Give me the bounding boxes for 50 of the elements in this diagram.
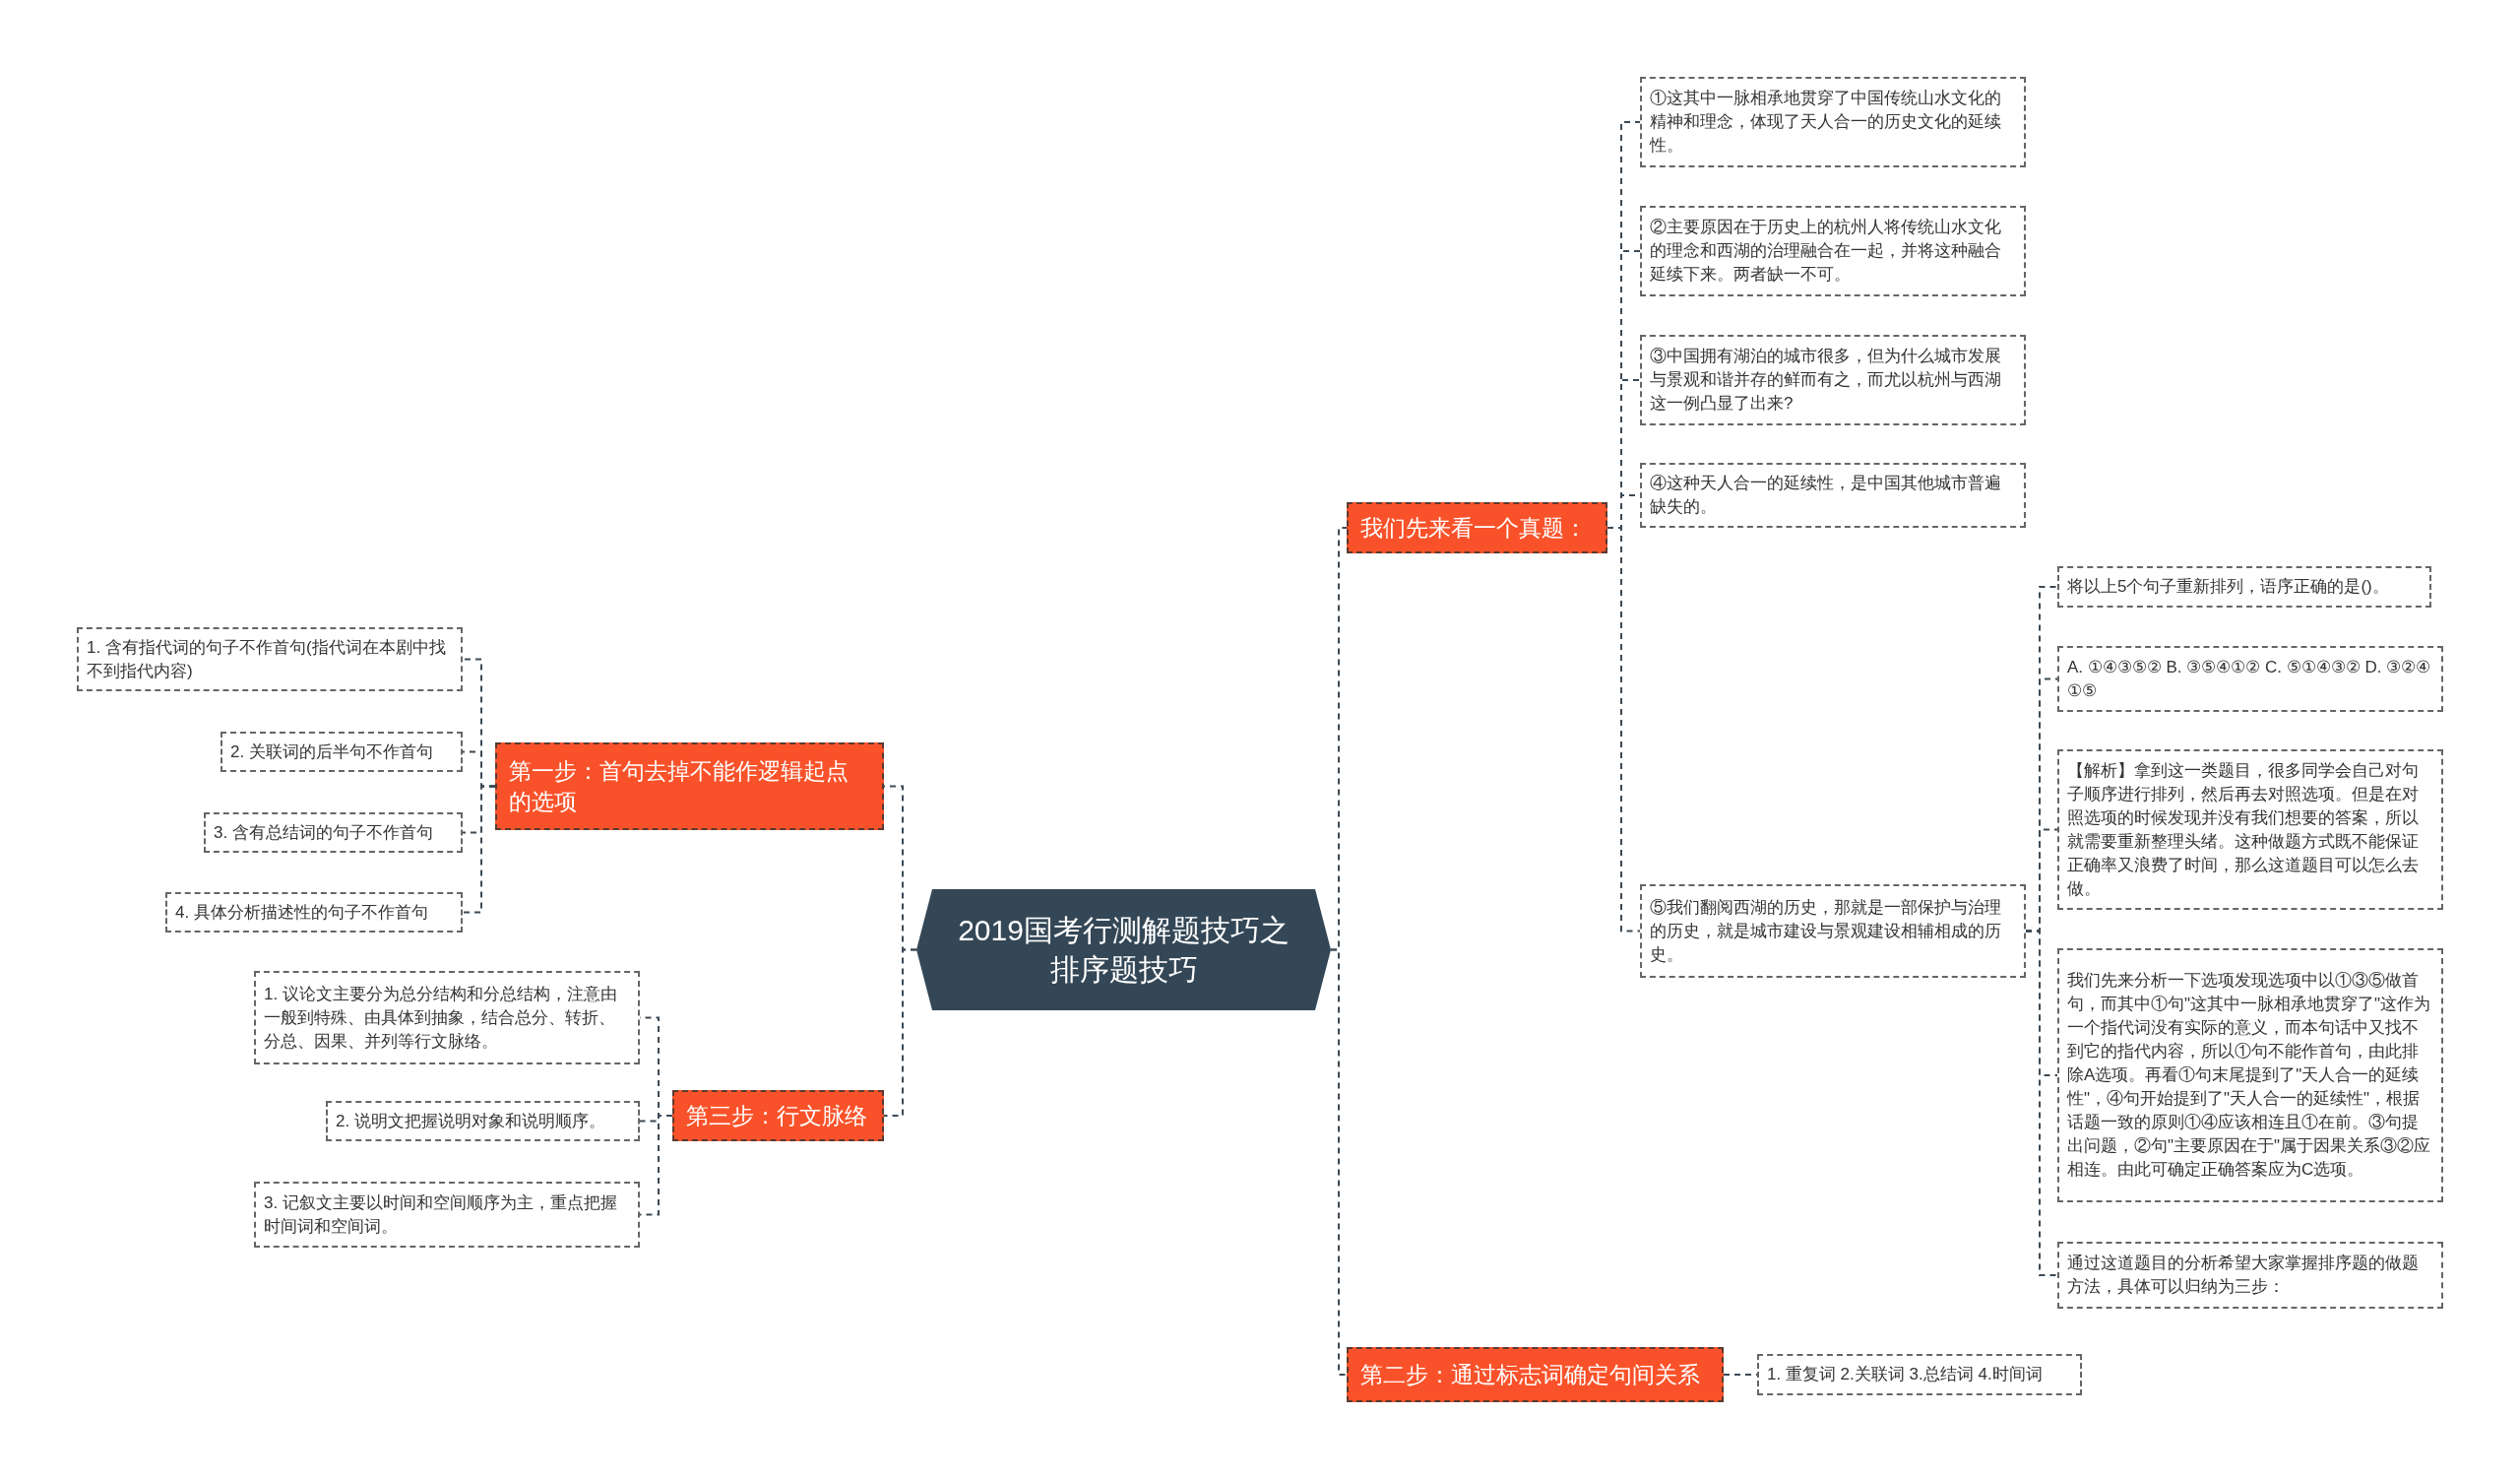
leaf-topic-box: [165, 892, 463, 933]
leaf-topic-box: [326, 1101, 640, 1141]
leaf-text: ①这其中一脉相承地贯穿了中国传统山水文化的精神和理念，体现了天人合一的历史文化的延续性。: [1650, 88, 2002, 157]
leaf-text: 我们先来分析一下选项发现选项中以①③⑤做首句，而其中①句"这其中一脉相承地贯穿了"这作为一个指代词没有实际的意义，而本句话中又找不到它的指代内容，所以①句不能作首句，由此排除A选项。再看①句末尾提到了"天人合一的延续性"，④句开始提到了"天人合一的延续性"，根据话题一致的原则①④应该相连且①在前。③句提出问题，②句"主要原因在于"属于因果关系③②应相连。由此可确定正确答案应为C选项。: [2067, 970, 2432, 1181]
leaf-text: ②主要原因在于历史上的杭州人将传统山水文化的理念和西湖的治理融合在一起，并将这种融合延续下来。两者缺一不可。: [1650, 217, 2002, 286]
leaf-text: 4. 具体分析描述性的句子不作首句: [175, 901, 429, 924]
branch-label: 我们先来看一个真题：: [1360, 513, 1588, 543]
leaf-topic-box: [2057, 948, 2443, 1202]
branch-topic-box: [495, 742, 884, 830]
topic-title: 2019国考行测解题技巧之排序题技巧: [957, 912, 1291, 988]
branch-label: 第一步：首句去掉不能作逻辑起点的选项: [509, 756, 850, 816]
connector-line: [883, 948, 917, 1117]
leaf-text: 1. 重复词 2.关联词 3.总结词 4.时间词: [1767, 1364, 2044, 1385]
leaf-topic-box: [204, 812, 463, 853]
leaf-topic-box: [1640, 77, 2026, 167]
leaf-text: ④这种天人合一的延续性，是中国其他城市普遍缺失的。: [1650, 473, 2002, 518]
connector-line: [462, 785, 496, 914]
leaf-text: 【解析】拿到这一类题目，很多同学会自己对句子顺序进行排列，然后再去对照选项。但是在对照选项的时候发现并没有我们想要的答案，所以就需要重新整理头绪。这种做题方式既不能保证正确率又浪费了时间，那么这道题目可以怎么去做。: [2067, 759, 2420, 900]
leaf-text: 通过这道题目的分析希望大家掌握排序题的做题方法，具体可以归纳为三步：: [2067, 1253, 2420, 1298]
leaf-topic-box: [2057, 749, 2443, 910]
leaf-topic-box: [254, 1182, 640, 1248]
leaf-topic-box: [254, 971, 640, 1064]
central-topic-hexagon: [916, 889, 1331, 1010]
leaf-topic-box: [1757, 1354, 2082, 1395]
leaf-topic-box: [1640, 463, 2026, 528]
leaf-topic-box: [220, 732, 463, 772]
leaf-topic-box: [1640, 335, 2026, 425]
branch-label: 第三步：行文脉络: [686, 1101, 868, 1130]
leaf-topic-box: [2057, 646, 2443, 712]
connector-line: [2025, 930, 2058, 1276]
leaf-topic-box: [2057, 1242, 2443, 1309]
leaf-topic-box: [1640, 206, 2026, 296]
leaf-text: 3. 含有总结词的句子不作首句: [214, 821, 434, 844]
leaf-text: 1. 议论文主要分为总分结构和分总结构，注意由一般到特殊、由具体到抽象，结合总分、转折、分总、因果、并列等行文脉络。: [264, 983, 618, 1053]
leaf-topic-box: [1640, 884, 2026, 978]
leaf-text: 将以上5个句子重新排列，语序正确的是()。: [2067, 576, 2390, 598]
leaf-text: ③中国拥有湖泊的城市很多，但为什么城市发展与景观和谐并存的鲜而有之，而尤以杭州与西湖这一例凸显了出来?: [1650, 346, 2002, 415]
leaf-text: ⑤我们翻阅西湖的历史，那就是一部保护与治理的历史，就是城市建设与景观建设相辅相成的历史。: [1650, 896, 2002, 966]
leaf-text: 2. 说明文把握说明对象和说明顺序。: [336, 1110, 606, 1132]
connector-line: [1330, 948, 1348, 1376]
branch-topic-box: [1347, 502, 1607, 553]
leaf-text: 3. 记叙文主要以时间和空间顺序为主，重点把握时间词和空间词。: [264, 1191, 618, 1238]
leaf-text: 2. 关联词的后半句不作首句: [230, 740, 434, 763]
leaf-topic-box: [2057, 566, 2431, 608]
leaf-text: 1. 含有指代词的句子不作首句(指代词在本剧中找不到指代内容): [87, 636, 447, 682]
branch-topic-box: [672, 1090, 884, 1141]
leaf-text: A. ①④③⑤② B. ③⑤④①② C. ⑤①④③② D. ③②④①⑤: [2067, 656, 2432, 702]
branch-topic-box: [1347, 1347, 1724, 1402]
leaf-topic-box: [77, 627, 463, 691]
branch-label: 第二步：通过标志词确定句间关系: [1360, 1360, 1701, 1389]
